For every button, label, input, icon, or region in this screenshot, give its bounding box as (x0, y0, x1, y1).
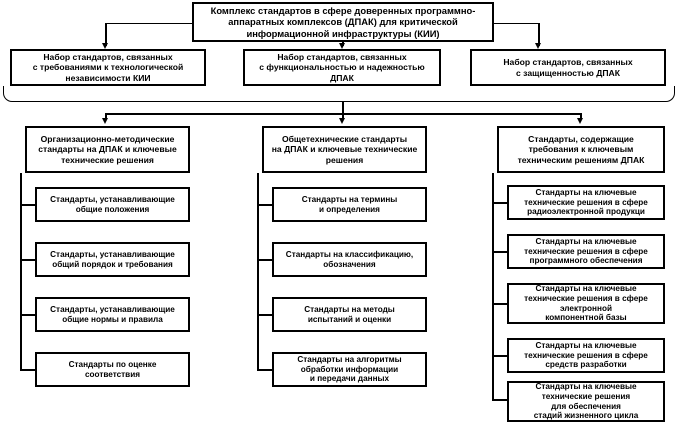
connector-col2-drop (342, 113, 344, 120)
arrowhead-tier2-right (535, 43, 542, 49)
tier2-node-2: Набор стандартов, связанных с функционал… (243, 49, 441, 86)
column-2-header-label: Общетехнические стандарты на ДПАК и ключ… (271, 134, 418, 165)
column-3-stub-2 (492, 251, 508, 253)
arrowhead-tier2-left (102, 43, 109, 49)
column-1-item-2-label: Стандарты, устанавливающие общий порядок… (50, 249, 175, 269)
column-3-header: Стандарты, содержащие требования к ключе… (497, 126, 665, 173)
column-2-stub-4 (257, 369, 273, 371)
column-3-item-4-label: Стандарты на ключевые технические решени… (524, 340, 648, 370)
column-2-stub-2 (257, 259, 273, 261)
column-3-item-5-label: Стандарты на ключевые технические решени… (533, 382, 639, 421)
column-2-item-2-label: Стандарты на классификацию, обозначения (285, 249, 414, 269)
column-1-stub-2 (20, 259, 36, 261)
column-3-item-2-label: Стандарты на ключевые технические решени… (524, 236, 648, 266)
root-node: Комплекс стандартов в сфере доверенных п… (192, 2, 494, 42)
column-3-item-3: Стандарты на ключевые технические решени… (507, 283, 665, 324)
tier2-node-3-label: Набор стандартов, связанных с защищеннос… (503, 57, 633, 78)
connector-root-left-drop (105, 22, 107, 46)
column-2-item-4-label: Стандарты на алгоритмы обработки информа… (297, 354, 402, 384)
arrowhead-col3 (577, 118, 584, 124)
column-3-header-label: Стандарты, содержащие требования к ключе… (517, 134, 645, 165)
arrowhead-col1 (102, 118, 109, 124)
column-3-item-1: Стандарты на ключевые технические решени… (507, 185, 665, 220)
tier2-node-3: Набор стандартов, связанных с защищеннос… (470, 49, 666, 86)
column-1-header-label: Организационно-методические стандарты на… (38, 134, 177, 165)
column-2-stub-1 (257, 204, 273, 206)
column-1-item-3: Стандарты, устанавливающие общие нормы и… (35, 297, 190, 332)
connector-root-right-drop (538, 22, 540, 46)
column-1-item-4: Стандарты по оценке соответствия (35, 352, 190, 387)
column-1-item-1-label: Стандарты, устанавливающие общие положен… (50, 194, 175, 214)
arrowhead-tier2-center (339, 43, 346, 49)
column-2-item-1: Стандарты на термины и определения (272, 187, 427, 222)
column-1-item-4-label: Стандарты по оценке соответствия (68, 359, 157, 379)
column-2-item-3-label: Стандарты на методы испытаний и оценки (304, 304, 395, 324)
tier2-node-1: Набор стандартов, связанных с требования… (10, 49, 206, 86)
column-2-spine (257, 173, 259, 370)
column-3-item-5: Стандарты на ключевые технические решени… (507, 381, 665, 422)
column-3-item-4: Стандарты на ключевые технические решени… (507, 338, 665, 373)
column-2-item-2: Стандарты на классификацию, обозначения (272, 242, 427, 277)
column-1-stub-4 (20, 369, 36, 371)
column-1-header: Организационно-методические стандарты на… (25, 126, 190, 173)
column-3-item-1-label: Стандарты на ключевые технические решени… (524, 187, 648, 217)
column-1-item-1: Стандарты, устанавливающие общие положен… (35, 187, 190, 222)
column-3-stub-3 (492, 303, 508, 305)
column-2-item-4: Стандарты на алгоритмы обработки информа… (272, 352, 427, 387)
column-3-stub-1 (492, 202, 508, 204)
column-1-spine (20, 173, 22, 370)
root-node-label: Комплекс стандартов в сфере доверенных п… (210, 5, 476, 39)
tier2-node-1-label: Набор стандартов, связанных с требования… (32, 52, 184, 83)
column-2-item-1-label: Стандарты на термины и определения (301, 194, 398, 214)
column-2-item-3: Стандарты на методы испытаний и оценки (272, 297, 427, 332)
column-3-item-3-label: Стандарты на ключевые технические решени… (524, 284, 648, 323)
connector-col1-drop (105, 113, 107, 120)
column-3-spine (492, 173, 494, 400)
connector-col3-drop (580, 113, 582, 120)
column-3-stub-5 (492, 399, 508, 401)
column-1-item-3-label: Стандарты, устанавливающие общие нормы и… (50, 304, 175, 324)
column-1-stub-3 (20, 314, 36, 316)
tier2-node-2-label: Набор стандартов, связанных с функционал… (259, 52, 425, 83)
column-1-stub-1 (20, 204, 36, 206)
column-1-item-2: Стандарты, устанавливающие общий порядок… (35, 242, 190, 277)
column-2-header: Общетехнические стандарты на ДПАК и ключ… (262, 126, 427, 173)
column-3-item-2: Стандарты на ключевые технические решени… (507, 234, 665, 269)
column-2-stub-3 (257, 314, 273, 316)
arrowhead-col2 (339, 118, 346, 124)
connector-bracket-drop (342, 101, 344, 114)
column-3-stub-4 (492, 355, 508, 357)
merge-bracket (3, 86, 675, 102)
